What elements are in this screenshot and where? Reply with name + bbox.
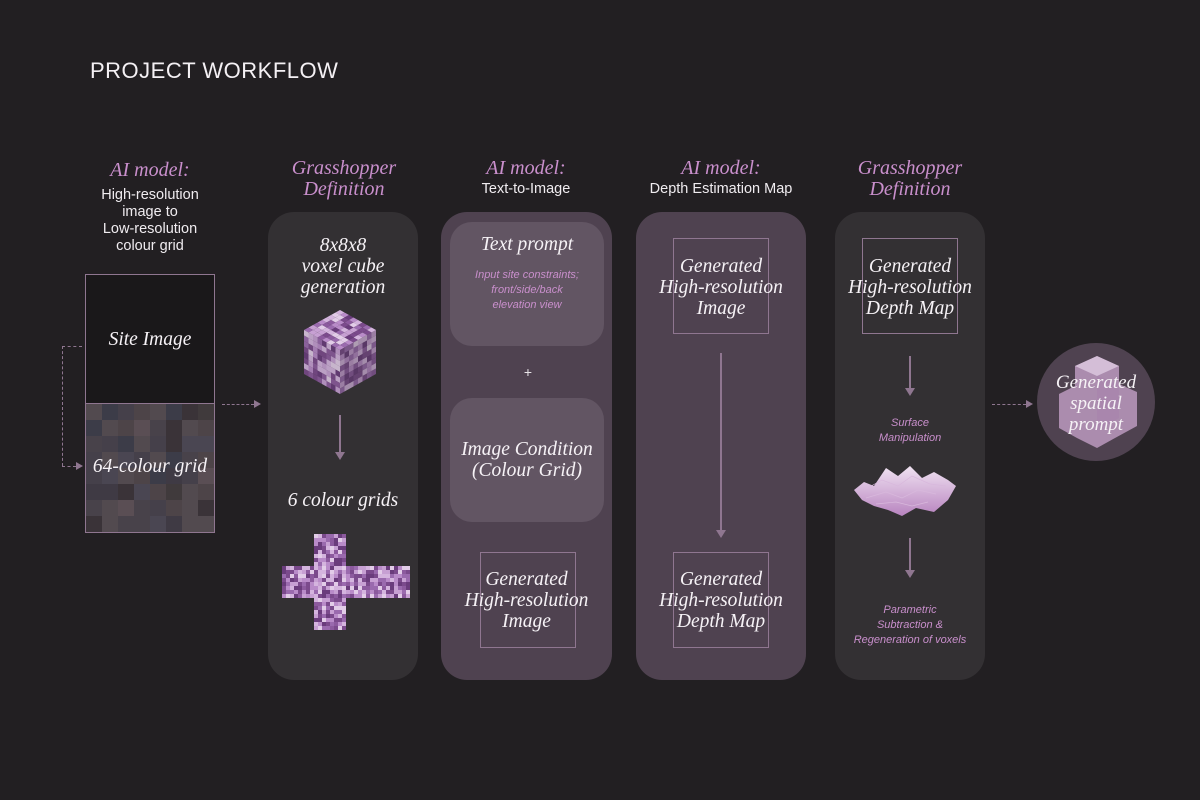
step-line: Parametric [883, 604, 937, 616]
result-line: Generated [1055, 372, 1137, 393]
depth-map-label: Generated High-resolution Depth Map [636, 569, 806, 632]
voxel-step-line: voxel cube [301, 256, 385, 277]
col5-header: Grasshopper Definition [828, 158, 992, 200]
step-line: Subtraction & [876, 619, 944, 631]
arrow-right-icon [76, 462, 83, 470]
spatial-voxel-icon [1059, 356, 1137, 448]
col1-subtitle-line: image to [122, 204, 178, 220]
connector-col5-result [992, 404, 1026, 405]
image-condition-card [450, 398, 604, 522]
condition-line: (Colour Grid) [472, 460, 582, 481]
arrow-line [339, 415, 341, 455]
input-line: Depth Map [865, 298, 955, 319]
input-line: High-resolution [848, 277, 972, 298]
input-line: Image [696, 298, 746, 319]
prompt-desc-line: elevation view [492, 299, 562, 311]
step-line: Regeneration of voxels [853, 634, 967, 646]
image-condition-label: Image Condition (Colour Grid) [450, 439, 604, 481]
colour-grids-label: 6 colour grids [287, 490, 399, 511]
voxel-step-line: 8x8x8 [319, 235, 367, 256]
unfolded-cube-grids-icon [282, 534, 410, 630]
colour-grid-label: 64-colour grid [92, 456, 208, 477]
arrow-down-icon [335, 452, 345, 460]
voxel-step-label: 8x8x8 voxel cube generation [268, 235, 418, 298]
input-image-label: Generated High-resolution Image [636, 256, 806, 319]
arrow-down-icon [716, 530, 726, 538]
site-image-label: Site Image [108, 328, 192, 350]
arrow-line [720, 353, 722, 531]
input-line: High-resolution [659, 277, 783, 298]
output-line: Depth Map [676, 611, 766, 632]
step-line: Manipulation [878, 432, 942, 444]
grasshopper-panel-2 [835, 212, 985, 680]
plus-sign: + [523, 364, 533, 380]
col2-heading-line: Definition [303, 178, 385, 200]
prompt-desc-line: front/side/back [491, 284, 563, 296]
col1-subtitle-line: colour grid [116, 238, 184, 254]
col1-heading: AI model: [110, 159, 190, 181]
text-prompt-description: Input site constraints; front/side/back … [450, 268, 604, 313]
generated-image-box [480, 552, 576, 648]
col5-heading-line: Definition [869, 178, 951, 200]
output-line: Image [502, 611, 551, 632]
col1-header: AI model: High-resolution image to Low-r… [70, 160, 230, 255]
result-line: spatial [1070, 393, 1122, 414]
connector-col1-col2 [222, 404, 254, 405]
col2-heading-line: Grasshopper [291, 157, 397, 179]
voxel-cube-icon [304, 310, 376, 394]
output-line: Generated [679, 569, 763, 590]
generated-image-label: Generated High-resolution Image [441, 569, 612, 632]
input-image-box [673, 238, 769, 334]
col2-header: Grasshopper Definition [260, 158, 428, 200]
text-prompt-card [450, 222, 604, 346]
surface-terrain-icon [854, 466, 956, 516]
condition-line: Image Condition [461, 439, 593, 460]
input-line: Generated [868, 256, 952, 277]
arrow-right-icon [1026, 400, 1033, 408]
col3-heading: AI model: [486, 157, 566, 179]
col3-header: AI model: Text-to-Image [440, 158, 612, 198]
arrow-line [909, 356, 911, 390]
arrow-line [909, 538, 911, 572]
col4-header: AI model: Depth Estimation Map [626, 158, 816, 198]
arrow-down-icon [905, 570, 915, 578]
col1-subtitle-line: Low-resolution [102, 221, 198, 237]
output-line: High-resolution [464, 590, 589, 611]
parametric-subtraction-label: Parametric Subtraction & Regeneration of… [835, 603, 985, 648]
colour-grid-swatches [86, 404, 214, 532]
loop-connector-top [62, 346, 82, 347]
result-label: Generated spatial prompt [1037, 372, 1155, 435]
loop-connector-bottom [62, 466, 76, 467]
colour-grid-box: 64-colour grid [85, 403, 215, 533]
site-image-box: Site Image [85, 274, 215, 404]
depth-map-input-box [862, 238, 958, 334]
result-line: prompt [1068, 414, 1124, 435]
text-prompt-title: Text prompt [480, 234, 574, 255]
arrow-right-icon [254, 400, 261, 408]
output-line: High-resolution [659, 590, 783, 611]
col5-heading-line: Grasshopper [857, 157, 963, 179]
col4-heading: AI model: [681, 157, 761, 179]
col3-subtitle: Text-to-Image [481, 181, 571, 197]
depth-map-box [673, 552, 769, 648]
arrow-down-icon [905, 388, 915, 396]
loop-connector-vertical [62, 346, 63, 466]
voxel-step-line: generation [300, 277, 386, 298]
prompt-desc-line: Input site constraints; [475, 269, 579, 281]
depth-map-input-label: Generated High-resolution Depth Map [835, 256, 985, 319]
page-title: PROJECT WORKFLOW [90, 58, 339, 83]
surface-manipulation-label: Surface Manipulation [835, 416, 985, 446]
input-line: Generated [679, 256, 763, 277]
col1-subtitle-line: High-resolution [101, 187, 199, 203]
col4-subtitle: Depth Estimation Map [649, 181, 793, 197]
step-line: Surface [891, 417, 929, 429]
output-line: Generated [485, 569, 568, 590]
